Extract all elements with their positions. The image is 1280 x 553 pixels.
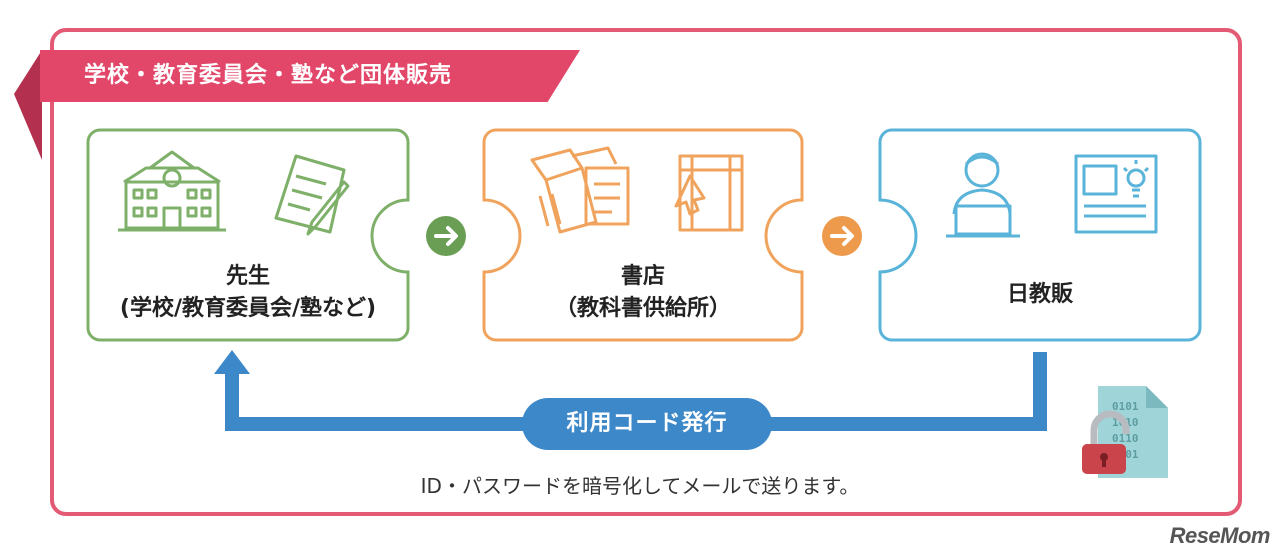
- idea-board-icon: [1074, 154, 1158, 234]
- code-issuance-label: 利用コード発行: [522, 398, 772, 450]
- node-teacher-sublabel: (学校/教育委員会/塾など): [119, 296, 377, 321]
- node-nikkyohan-box: [878, 128, 1202, 342]
- person-laptop-icon: [946, 152, 1020, 238]
- return-arrow-head: [214, 350, 250, 374]
- banner-title: 学校・教育委員会・塾など団体販売: [84, 63, 453, 88]
- encryption-note: ID・パスワードを暗号化してメールで送ります。: [420, 474, 860, 498]
- notebook-cursor-icon: [674, 154, 744, 232]
- resemom-logo: ReseMom: [1169, 523, 1271, 548]
- arrow-right-icon-green: [426, 216, 466, 256]
- svg-text:0101: 0101: [1112, 400, 1139, 413]
- books-icon: [530, 146, 630, 234]
- school-building-icon: [118, 150, 226, 232]
- node-bookstore-sublabel: （教科書供給所）: [554, 296, 731, 321]
- node-nikkyohan-label: 日教販: [1006, 282, 1073, 307]
- node-bookstore-label: 書店: [620, 264, 665, 289]
- document-pen-icon: [274, 154, 350, 236]
- banner: [40, 50, 580, 102]
- node-teacher-label: 先生: [225, 264, 270, 289]
- node-bookstore-box: [482, 128, 804, 342]
- svg-text:0110: 0110: [1112, 432, 1139, 445]
- arrow-right-icon-orange: [822, 216, 862, 256]
